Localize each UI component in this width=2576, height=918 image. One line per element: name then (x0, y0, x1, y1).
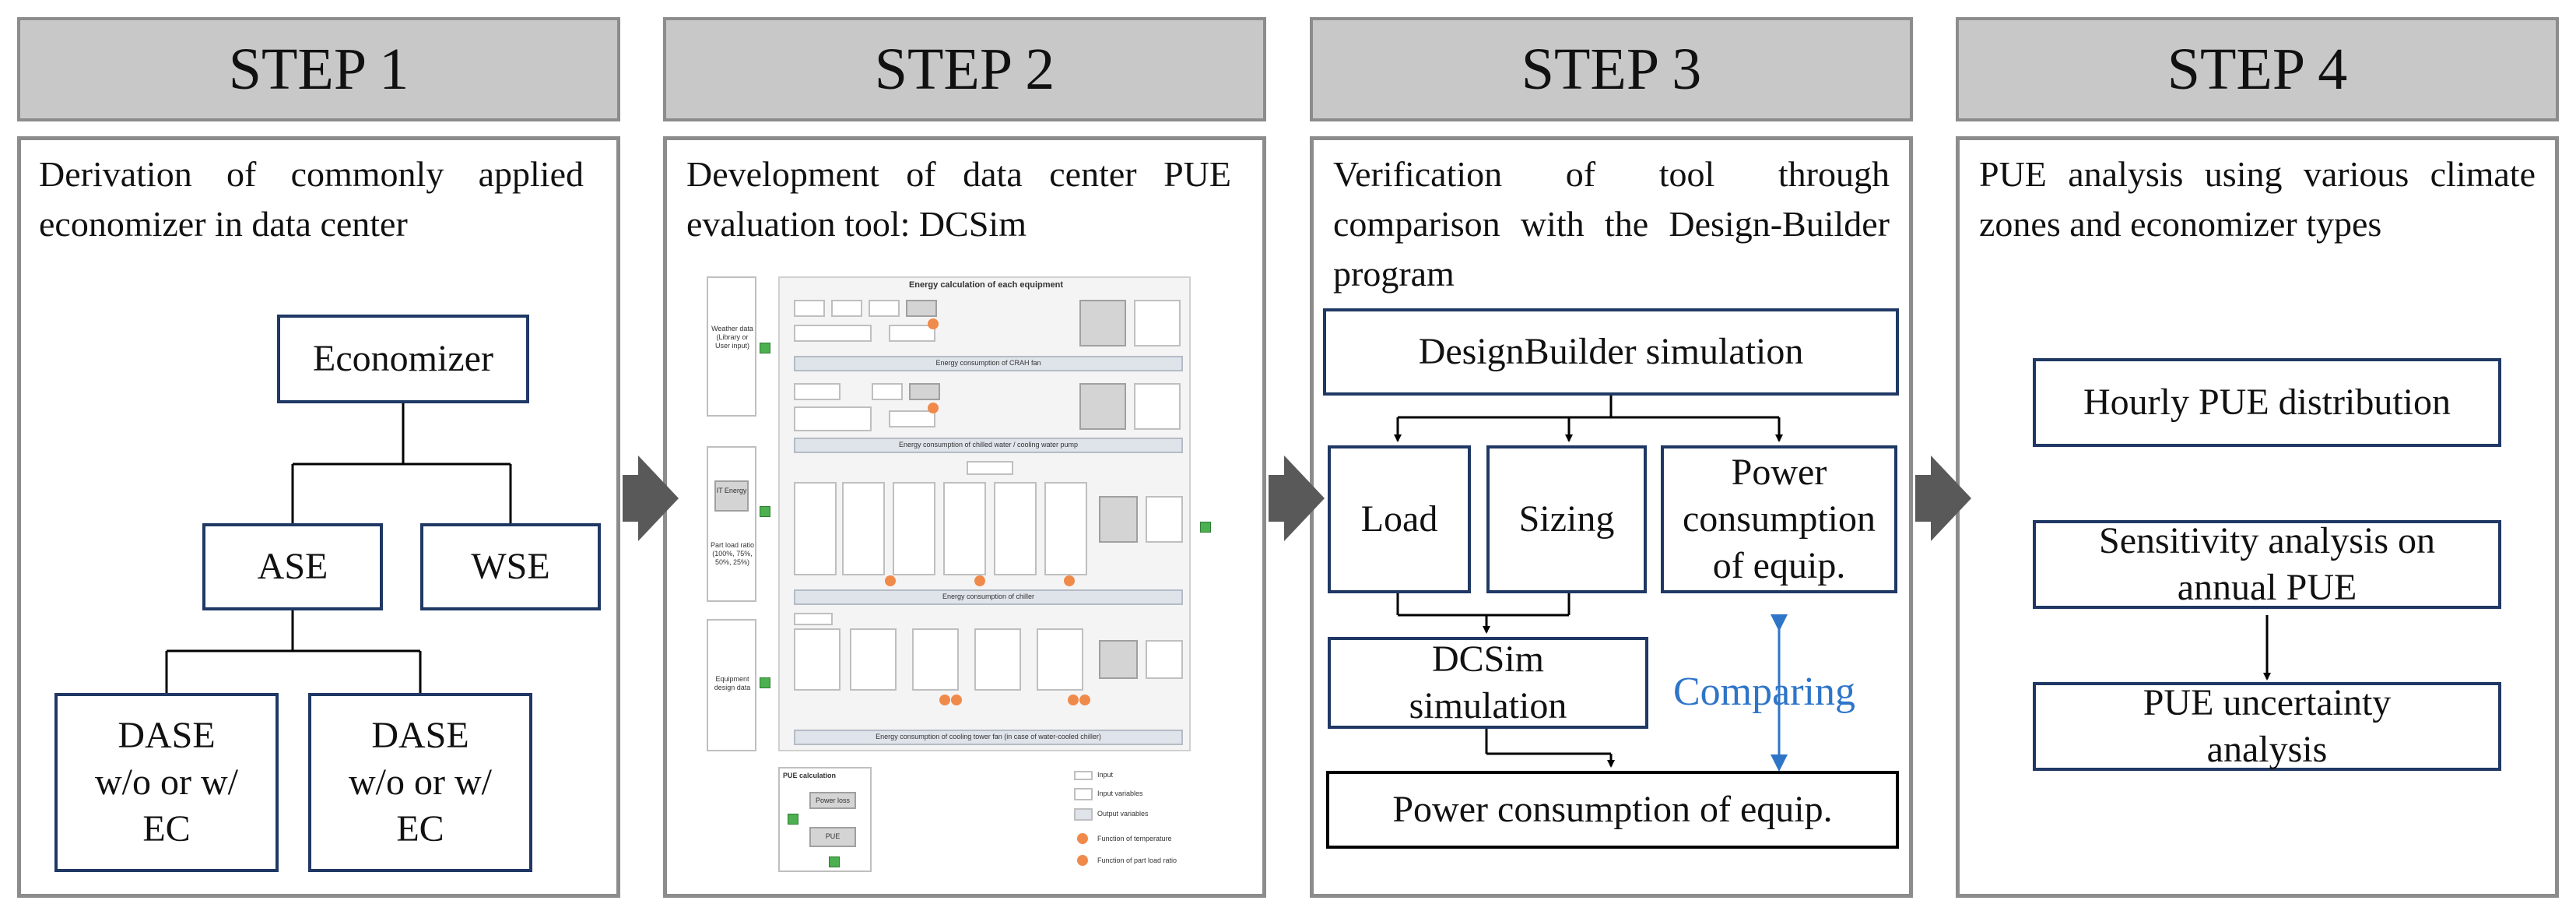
dase-left-box: DASE w/o or w/ EC (54, 693, 279, 872)
pue-uncertainty-box: PUE uncertainty analysis (2033, 682, 2501, 771)
pue-output-marker (829, 856, 840, 867)
comparing-label: Comparing (1673, 670, 1855, 714)
pump-band: Energy consumption of chilled water / co… (794, 438, 1183, 453)
step-4-title: STEP 4 (2167, 36, 2348, 102)
power-right-line-3: of equip. (1712, 545, 1846, 586)
step-1-tree-lines (165, 403, 512, 693)
uncertainty-line-1: PUE uncertainty (2143, 682, 2392, 723)
chiller-band: Energy consumption of chiller (794, 589, 1183, 605)
power-consumption-bottom-box: Power consumption of equip. (1326, 771, 1899, 849)
output-marker (1200, 522, 1211, 533)
power-right-line-2: consumption (1683, 498, 1876, 540)
weather-data-marker (760, 343, 770, 353)
step-1-header: STEP 1 (17, 17, 620, 121)
sensitivity-line-2: annual PUE (2177, 567, 2357, 608)
step-3-header: STEP 3 (1310, 17, 1913, 121)
power-consumption-right-box: Power consumption of equip. (1661, 445, 1897, 593)
step-2-description: Development of data center PUE evaluatio… (686, 154, 1231, 244)
weather-data-input: Weather data (Library or User input) (707, 276, 756, 417)
it-energy-marker (760, 506, 770, 517)
dcsim-line-2: simulation (1409, 685, 1567, 726)
sensitivity-analysis-box: Sensitivity analysis on annual PUE (2033, 520, 2501, 609)
dcsim-line-1: DCSim (1431, 638, 1545, 680)
equipment-design-input: Equipment design data (707, 619, 756, 751)
step-1-title: STEP 1 (228, 36, 409, 102)
crah-fan-band: Energy consumption of CRAH fan (794, 356, 1183, 371)
step-3-description: Verification of tool through comparison … (1333, 154, 1890, 294)
dase-left-line-1: DASE (118, 715, 216, 756)
dcsim-simulation-box: DCSim simulation (1328, 637, 1648, 729)
step-3-title: STEP 3 (1521, 36, 1702, 102)
dase-right-line-2: w/o or w/ (349, 761, 492, 803)
step-1-description: Derivation of commonly applied economize… (39, 154, 584, 244)
designbuilder-simulation-box: DesignBuilder simulation (1323, 308, 1899, 396)
economizer-box: Economizer (277, 315, 529, 403)
step-2-title: STEP 2 (874, 36, 1055, 102)
sizing-box: Sizing (1486, 445, 1647, 593)
wse-box: WSE (420, 523, 601, 610)
step-3-flow-lines (1394, 396, 1783, 768)
load-box: Load (1328, 445, 1471, 593)
step-4-panel (1956, 136, 2559, 898)
uncertainty-line-2: analysis (2206, 729, 2328, 770)
sensitivity-line-1: Sensitivity analysis on (2099, 520, 2435, 561)
dase-right-line-3: EC (396, 808, 444, 849)
energy-calculation-title: Energy calculation of each equipment (908, 280, 1064, 290)
step-4-description: PUE analysis using various climate zones… (1979, 154, 2536, 244)
step-2-header: STEP 2 (663, 17, 1266, 121)
hourly-pue-distribution-box: Hourly PUE distribution (2033, 358, 2501, 447)
dase-right-box: DASE w/o or w/ EC (308, 693, 532, 872)
step-3-to-4-arrow-icon (1931, 455, 1971, 541)
dase-right-line-1: DASE (371, 715, 469, 756)
energy-calculation-area: Energy calculation of each equipment Ene… (778, 276, 1191, 751)
tool-legend: Input Input variables Output variables F… (1074, 771, 1230, 872)
dcsim-tool-diagram: Weather data (Library or User input) IT … (700, 269, 1245, 876)
dase-left-line-3: EC (142, 808, 191, 849)
step-1-to-2-arrow-stem (623, 475, 640, 522)
pue-input-marker (788, 814, 798, 825)
equipment-design-marker (760, 677, 770, 688)
power-right-line-1: Power (1731, 452, 1827, 493)
dase-left-line-2: w/o or w/ (95, 761, 238, 803)
step-1-to-2-arrow-icon (638, 455, 679, 541)
step-4-header: STEP 4 (1956, 17, 2559, 121)
ase-box: ASE (202, 523, 383, 610)
it-energy-input: IT Energy Part load ratio (100%, 75%, 50… (707, 446, 756, 602)
step-2-to-3-arrow-icon (1284, 455, 1325, 541)
step-2-to-3-arrow-stem (1269, 475, 1286, 522)
cooling-tower-band: Energy consumption of cooling tower fan … (794, 730, 1183, 745)
step-3-to-4-arrow-stem (1915, 475, 1932, 522)
